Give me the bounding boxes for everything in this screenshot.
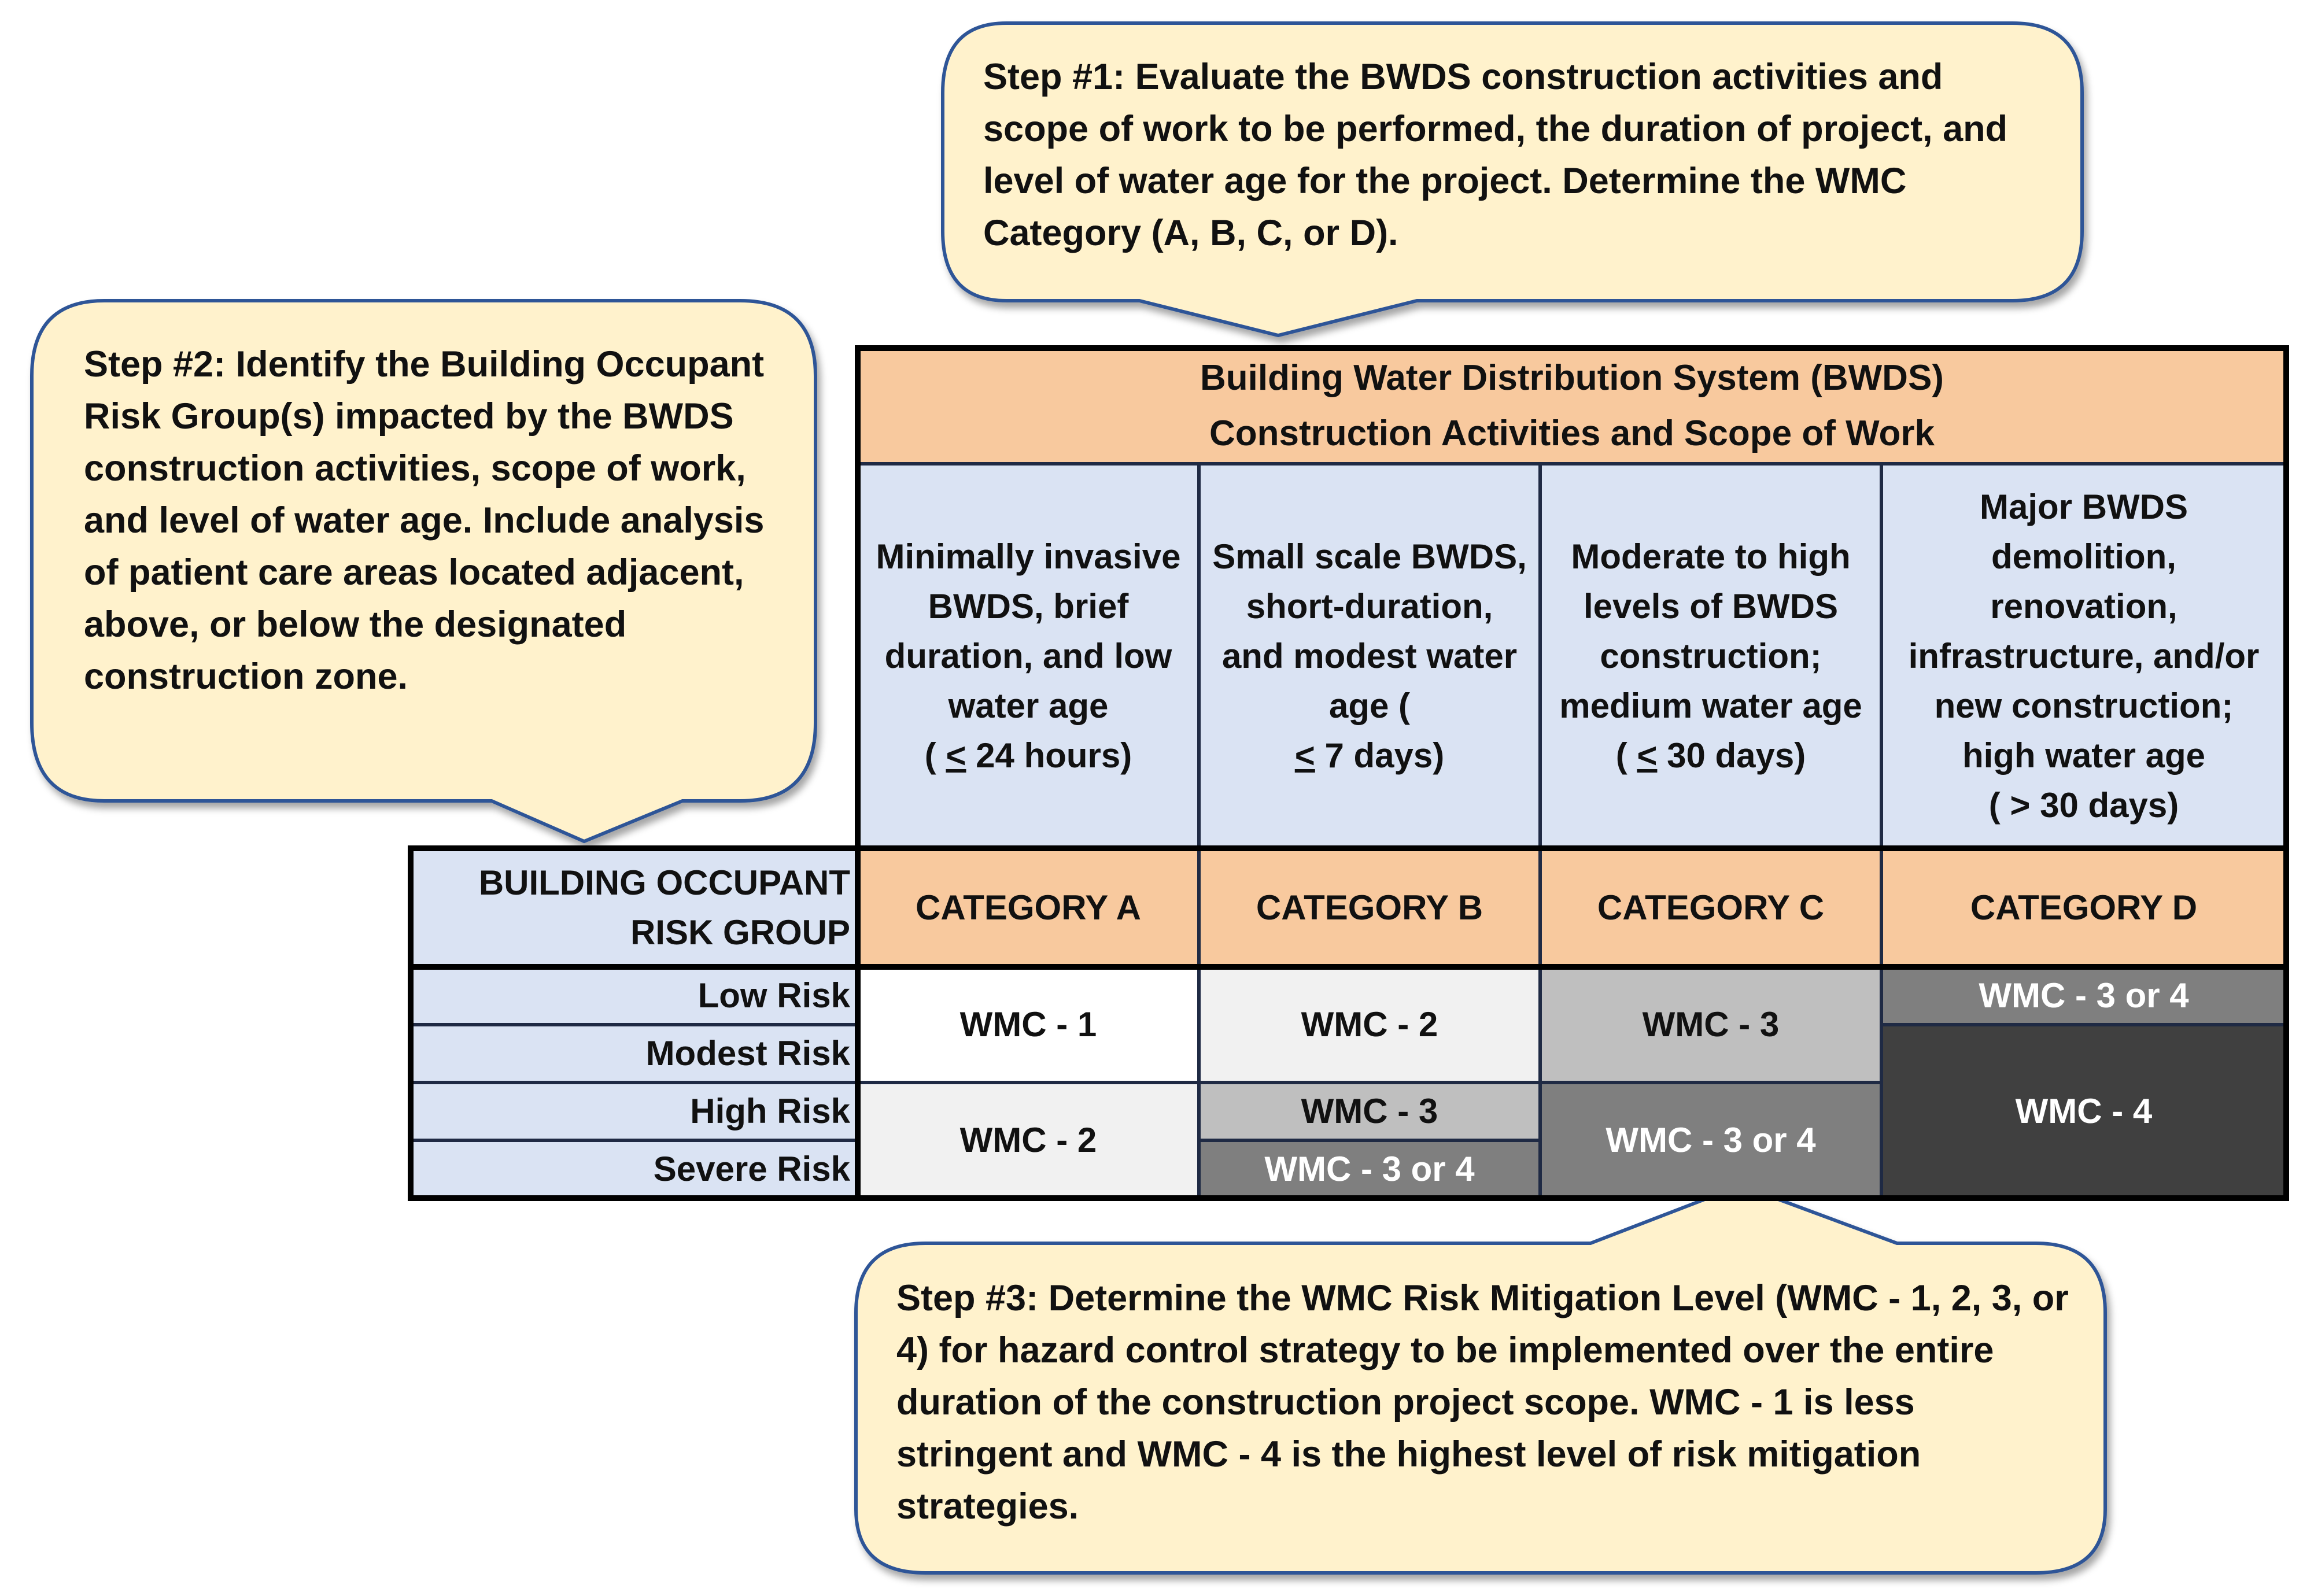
step1-callout-shape <box>941 21 2084 338</box>
bwds-header-line2: Construction Activities and Scope of Wor… <box>1209 413 1935 453</box>
col-c-description: Moderate to high levels of BWDS construc… <box>1540 464 1881 848</box>
category-a: CATEGORY A <box>858 848 1199 967</box>
col-b-description: Small scale BWDS, short-duration, and mo… <box>1199 464 1540 848</box>
wmc-a-high-severe: WMC - 2 <box>858 1083 1199 1198</box>
risk-modest: Modest Risk <box>411 1025 858 1083</box>
divider-line <box>408 964 2289 970</box>
col-a-description: Minimally invasive BWDS, brief duration,… <box>858 464 1199 848</box>
step3-callout-shape <box>854 1183 2107 1575</box>
bwds-header: Building Water Distribution System (BWDS… <box>858 348 2286 464</box>
risk-severe: Severe Risk <box>411 1140 858 1198</box>
col-d-description: Major BWDS demolition, renovation, infra… <box>1881 464 2286 848</box>
wmc-b-high: WMC - 3 <box>1199 1083 1540 1140</box>
wmc-d-modest-severe: WMC - 4 <box>1881 1025 2286 1198</box>
risk-group-header: BUILDING OCCUPANT RISK GROUP <box>411 848 858 967</box>
wmc-d-low: WMC - 3 or 4 <box>1881 967 2286 1025</box>
wmc-b-severe: WMC - 3 or 4 <box>1199 1140 1540 1198</box>
step2-text: Step #2: Identify the Building Occupant … <box>84 344 765 697</box>
category-d: CATEGORY D <box>1881 848 2286 967</box>
wmc-c-low-modest: WMC - 3 <box>1540 967 1881 1083</box>
step2-callout-shape <box>30 299 817 844</box>
vertical-divider <box>855 845 861 1201</box>
risk-high: High Risk <box>411 1083 858 1140</box>
bwds-header-line1: Building Water Distribution System (BWDS… <box>1200 358 1944 398</box>
wmc-c-high-severe: WMC - 3 or 4 <box>1540 1083 1881 1198</box>
category-c: CATEGORY C <box>1540 848 1881 967</box>
category-b: CATEGORY B <box>1199 848 1540 967</box>
risk-low: Low Risk <box>411 967 858 1025</box>
step3-text: Step #3: Determine the WMC Risk Mitigati… <box>896 1278 2069 1527</box>
step1-text: Step #1: Evaluate the BWDS construction … <box>983 57 2008 253</box>
wmc-b-low-modest: WMC - 2 <box>1199 967 1540 1083</box>
wmc-a-low-modest: WMC - 1 <box>858 967 1199 1083</box>
